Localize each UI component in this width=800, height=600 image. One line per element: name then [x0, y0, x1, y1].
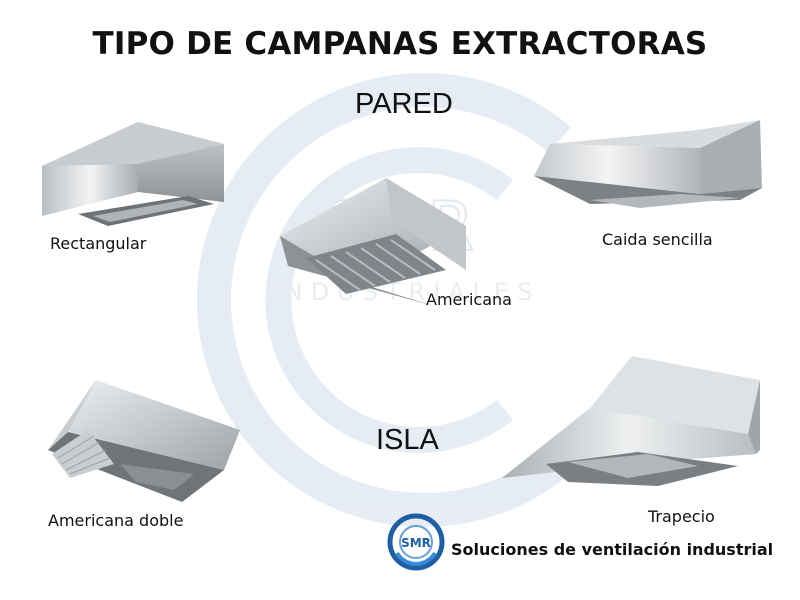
trapecio-hood-image	[502, 356, 760, 486]
label-americana: Americana	[426, 290, 512, 309]
watermark-sub: INDUSTRIALES	[270, 278, 541, 306]
page-title: TIPO DE CAMPANAS EXTRACTORAS	[92, 26, 708, 62]
section-wall-heading: PARED	[355, 88, 453, 120]
label-trapecio: Trapecio	[648, 507, 715, 526]
rectangular-hood-image	[42, 122, 224, 226]
label-rectangular: Rectangular	[50, 234, 147, 253]
footer-tagline: Soluciones de ventilación industrial	[451, 540, 774, 559]
americana-hood-image	[280, 178, 466, 306]
logo-text: SMR	[401, 536, 431, 550]
label-caida-sencilla: Caida sencilla	[602, 230, 713, 249]
smr-logo: SMR	[387, 513, 445, 571]
section-island-heading: ISLA	[376, 424, 439, 456]
americana-doble-hood-image	[48, 380, 240, 502]
label-americana-doble: Americana doble	[48, 511, 184, 530]
caida-sencilla-hood-image	[534, 120, 762, 208]
